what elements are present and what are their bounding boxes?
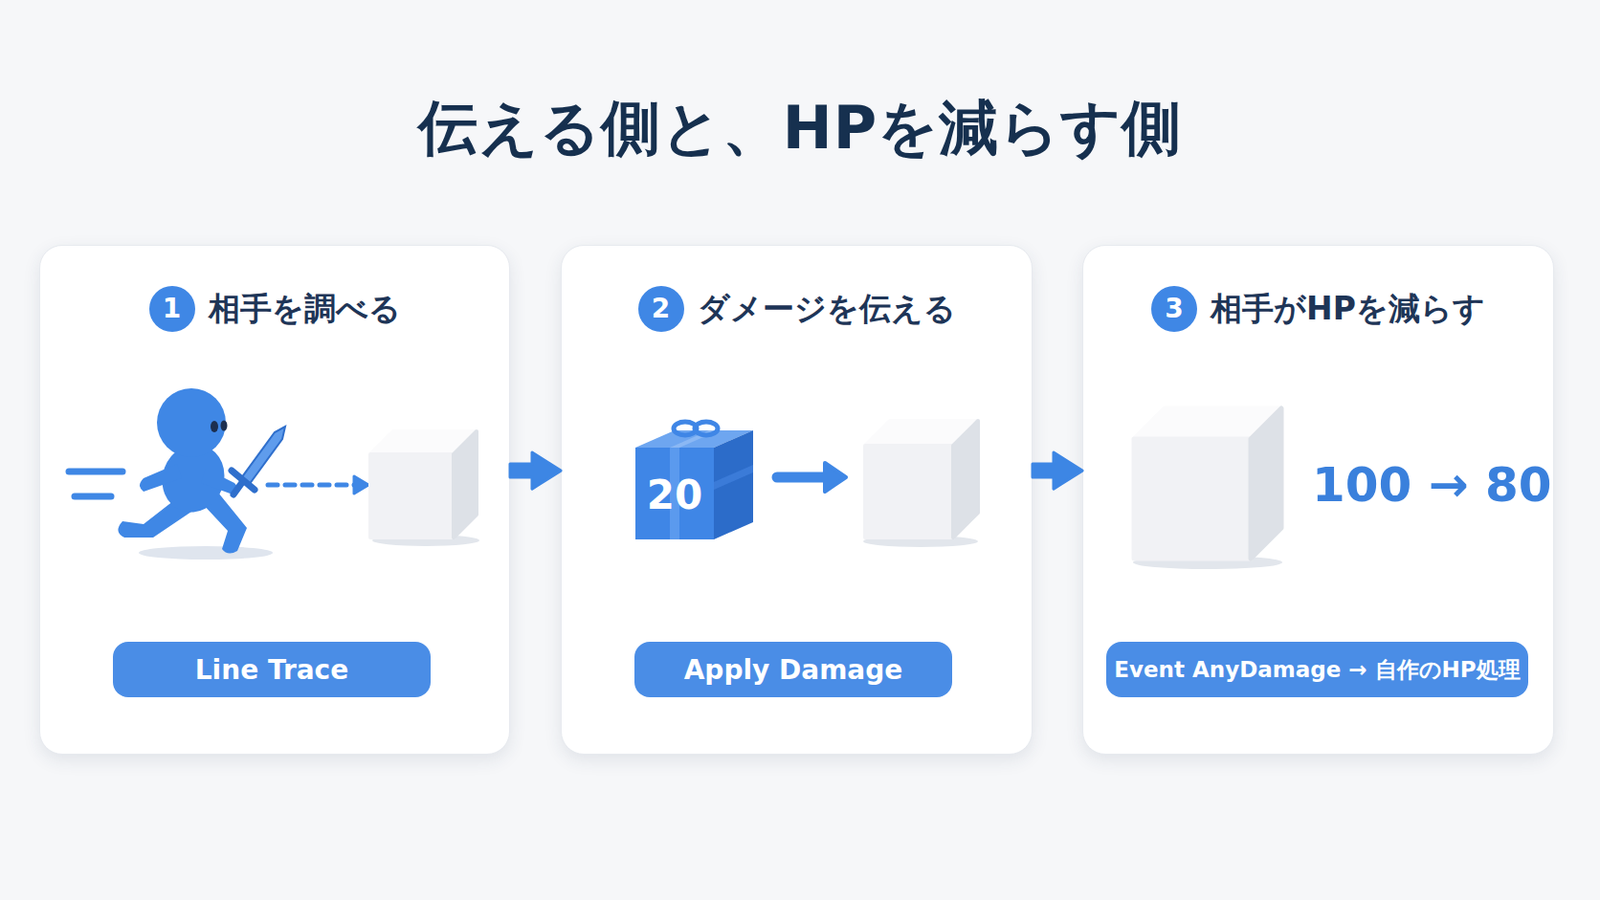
eye <box>210 421 219 433</box>
damage-value: 20 <box>635 468 714 523</box>
flow-arrow-shape <box>1032 452 1083 489</box>
sword-guard <box>231 470 255 490</box>
flow-arrow-shape <box>510 452 561 489</box>
step-heading: 相手を調べる <box>208 288 401 331</box>
cube-front <box>1133 439 1251 559</box>
cube-side <box>1250 408 1282 559</box>
cube <box>370 431 480 547</box>
step-heading: 相手がHPを減らす <box>1210 288 1486 331</box>
callout-number: 2 <box>651 295 670 323</box>
shadow <box>138 546 273 560</box>
sword-hilt <box>233 481 244 495</box>
cube <box>1133 408 1283 570</box>
flow-arrow <box>510 452 561 489</box>
gift-front <box>635 447 714 540</box>
step-card: 相手を調べる 1Line Trace <box>39 244 511 756</box>
sword-blade <box>241 426 286 486</box>
cube-top <box>865 421 978 446</box>
leg <box>200 492 247 555</box>
step-card: 相手がHPを減らす 100 → 80 3Event AnyDamage → 自作のH… <box>1082 244 1555 756</box>
step-number: 1 <box>149 286 196 333</box>
arm <box>200 468 239 496</box>
node-label: Apply Damage <box>684 654 904 687</box>
node-label-pill: Apply Damage <box>634 642 953 698</box>
diagram-title: 伝える側と、HPを減らす側 <box>0 88 1600 169</box>
cube-front <box>370 454 454 538</box>
callout-number: 1 <box>162 295 181 323</box>
speed-lines <box>68 471 123 497</box>
flow-arrow <box>1032 452 1083 489</box>
gift-side <box>713 430 754 540</box>
cube <box>863 421 978 548</box>
step-number: 3 <box>1151 286 1198 333</box>
shadow <box>863 535 978 548</box>
shadow <box>1133 555 1283 570</box>
gift-ribbon <box>713 465 754 490</box>
speed-line <box>68 468 123 476</box>
arm <box>139 464 182 492</box>
arrow-head <box>354 476 369 494</box>
leg <box>117 497 192 538</box>
node-label-pill: Line Trace <box>112 642 431 698</box>
dashed-line <box>267 483 356 489</box>
hp-change-value: 100 → 80 <box>1311 454 1553 516</box>
step-number: 2 <box>638 286 685 333</box>
damage-gift-box: 20 <box>635 419 754 540</box>
cube-side <box>453 431 477 538</box>
head <box>156 388 226 458</box>
shadow <box>372 534 480 547</box>
cube-front <box>865 445 954 538</box>
gift-bow <box>694 422 718 436</box>
cube-side <box>953 421 978 538</box>
arrow-head <box>824 463 846 492</box>
cube-top <box>370 431 477 455</box>
node-label: Line Trace <box>195 654 349 687</box>
body <box>153 435 235 522</box>
node-label: Event AnyDamage → 自作のHP処理 <box>1113 655 1520 686</box>
callout-number: 3 <box>1164 295 1183 323</box>
arrow-line <box>777 472 829 484</box>
eye <box>221 421 228 432</box>
cube-top <box>1133 408 1282 440</box>
step-card: ダメージを伝える 2 20Apply Damage <box>560 244 1033 756</box>
node-label-pill: Event AnyDamage → 自作のHP処理 <box>1106 642 1529 698</box>
runner-character <box>117 388 273 560</box>
sword <box>231 426 286 495</box>
speed-line <box>74 493 112 501</box>
dashed-arrow <box>267 476 369 494</box>
step-heading: ダメージを伝える <box>697 288 956 331</box>
small-arrow <box>777 463 846 492</box>
